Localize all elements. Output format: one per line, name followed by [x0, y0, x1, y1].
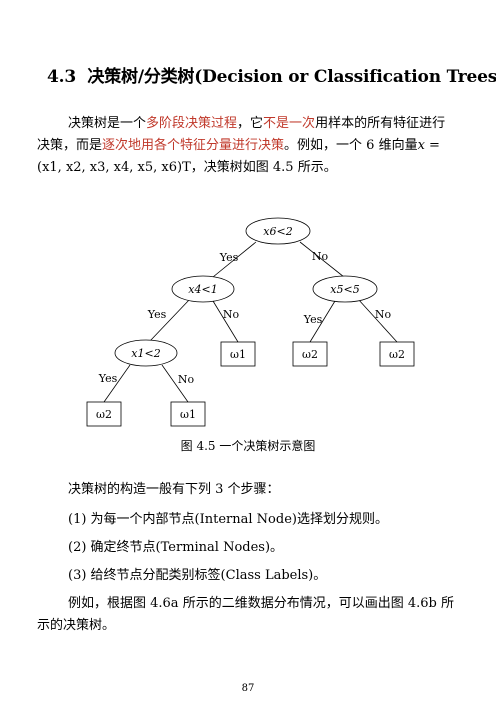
intro-text-3: 用样本的所有特征进行决策，而是 [37, 116, 446, 153]
decision-tree-figure: x6<2 x4<1 x5<5 x1<2 Yes No Yes No Yes No… [86, 217, 415, 427]
node-x4 [171, 275, 235, 303]
edge-n2-leaf3 [357, 298, 398, 343]
section-title: 4.3 决策树/分类树(Decision or Classification T… [47, 62, 496, 87]
step-2: (2) 确定终节点(Terminal Nodes)。 [68, 540, 284, 555]
edge-n1-leaf1 [212, 300, 239, 343]
leaf-label-4: ω2 [96, 408, 112, 421]
section-title-en: (Decision or Classification Trees) [194, 67, 496, 87]
node-x5 [312, 275, 378, 303]
edge-no-n1: No [223, 308, 240, 321]
steps-intro: 决策树的构造一般有下列 3 个步骤： [68, 482, 280, 497]
page-number: 87 [241, 683, 255, 694]
step-3: (3) 给终节点分配类别标签(Class Labels)。 [68, 568, 327, 583]
root-label: x6<2 [263, 225, 292, 238]
highlight-multistage: 多阶段决策过程 [146, 116, 238, 131]
highlight-sequential: 逐次地用各个特征分量进行决策 [102, 138, 285, 153]
node-x1 [114, 339, 178, 367]
edge-no-n3: No [178, 373, 195, 386]
intro-text-2: ，它 [237, 116, 264, 131]
vector-symbol: x [417, 138, 425, 153]
example-paragraph: 例如，根据图 4.6a 所示的二维数据分布情况，可以画出图 4.6b 所示的决策… [37, 596, 454, 633]
intro-paragraph: 决策树是一个多阶段决策过程，它不是一次用样本的所有特征进行决策，而是逐次地用各个… [37, 113, 457, 179]
intro-text-5: = (x1, x2, x3, x4, x5, x6)T，决策树如图 4.5 所示… [37, 138, 440, 175]
leaf-label-1: ω1 [230, 348, 246, 361]
edge-no-root: No [312, 250, 329, 263]
step-1: (1) 为每一个内部节点(Internal Node)选择划分规则。 [68, 512, 388, 527]
node-x5-label: x5<5 [330, 283, 359, 296]
node-x1-label: x1<2 [131, 347, 160, 360]
figure-caption: 图 4.5 一个决策树示意图 [180, 439, 316, 453]
intro-text-1: 决策树是一个 [68, 116, 147, 131]
highlight-not-once: 不是一次 [263, 116, 316, 131]
edge-n2-leaf2 [309, 300, 336, 343]
edge-yes-n3: Yes [98, 372, 118, 385]
edge-n3-leaf5 [161, 364, 189, 403]
node-root [245, 217, 311, 245]
leaf-box-2 [292, 341, 328, 367]
edge-yes-root: Yes [219, 251, 239, 264]
leaf-box-3 [379, 341, 415, 367]
leaf-box-4 [86, 401, 122, 427]
node-x4-label: x4<1 [188, 283, 217, 296]
section-number: 4.3 [47, 67, 76, 87]
leaf-label-3: ω2 [389, 348, 405, 361]
edge-no-n2: No [375, 308, 392, 321]
leaf-box-5 [170, 401, 206, 427]
intro-text-4: 。例如，一个 6 维向量 [284, 138, 418, 153]
edge-root-n2 [299, 241, 345, 278]
section-title-zh: 决策树/分类树 [87, 67, 195, 87]
leaf-box-1 [220, 341, 256, 367]
leaf-label-2: ω2 [302, 348, 318, 361]
leaf-label-5: ω1 [180, 408, 196, 421]
edge-n3-leaf4 [103, 364, 131, 403]
edge-yes-n2: Yes [303, 313, 323, 326]
edge-n1-n3 [149, 298, 191, 342]
edge-yes-n1: Yes [147, 308, 167, 321]
edge-root-n1 [212, 241, 257, 278]
